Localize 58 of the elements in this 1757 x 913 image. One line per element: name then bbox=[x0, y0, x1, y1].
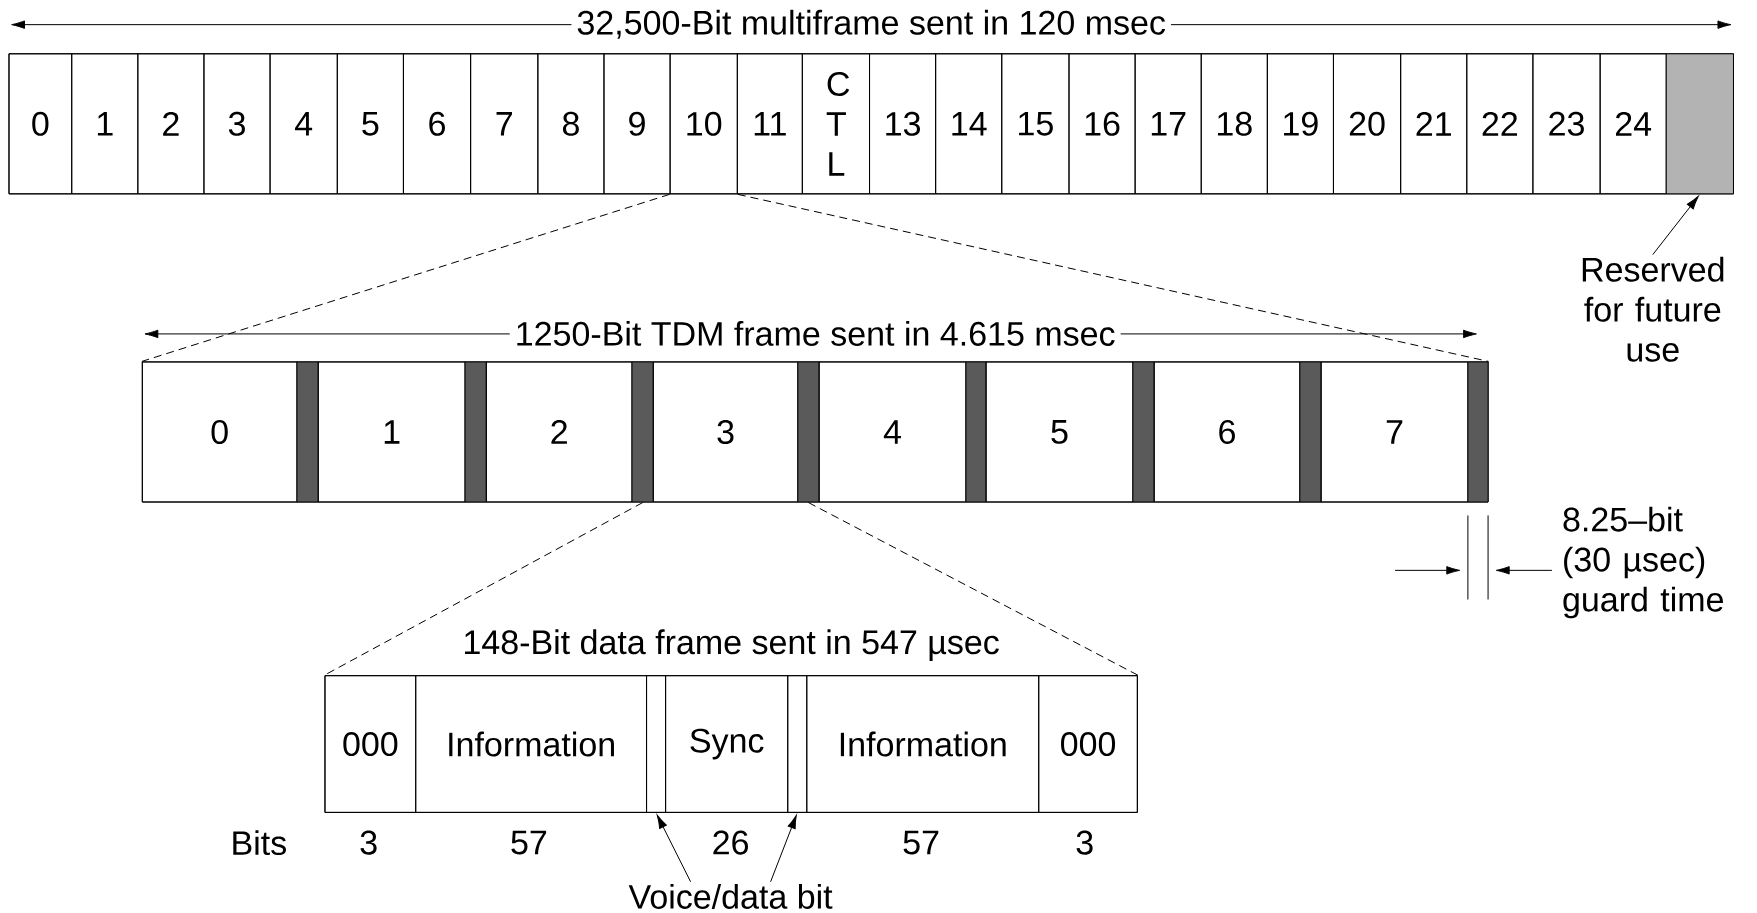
bit-count: 26 bbox=[713, 830, 748, 855]
leader-line bbox=[656, 814, 692, 883]
guard-bar bbox=[1132, 361, 1155, 503]
guard-time-note: 8.25–bit (30 µsec) guard time bbox=[1563, 506, 1723, 619]
leader-line bbox=[1652, 196, 1699, 256]
slot-cell: Information bbox=[806, 675, 1040, 813]
slot-cell: 10 bbox=[669, 53, 738, 195]
slot-cell: 0 bbox=[8, 53, 73, 195]
bit-cell bbox=[787, 675, 808, 813]
guard-bar bbox=[631, 361, 654, 503]
slot-cell: 000 bbox=[324, 675, 417, 813]
slot-cell: 23 bbox=[1532, 53, 1601, 195]
zoom-line bbox=[737, 193, 1490, 362]
leader-line bbox=[770, 814, 797, 883]
slot-cell: 7 bbox=[470, 53, 539, 195]
slot-cell: 8 bbox=[537, 53, 605, 195]
slot-cell: 22 bbox=[1466, 53, 1534, 195]
bit-cell bbox=[646, 675, 667, 813]
slot-cell: 9 bbox=[603, 53, 671, 195]
slot-cell: 1 bbox=[71, 53, 139, 195]
slot-cell: Information bbox=[415, 675, 648, 813]
guard-bar bbox=[1467, 361, 1489, 503]
row-label: Bits bbox=[233, 830, 286, 856]
node-label: 32,500-Bit multiframe sent in 120 msec bbox=[577, 9, 1166, 39]
zoom-line bbox=[807, 502, 1139, 676]
slot-cell: 3 bbox=[203, 53, 271, 195]
slot-cell: 17 bbox=[1134, 53, 1202, 195]
guard-bar bbox=[965, 361, 987, 503]
bit-count: 3 bbox=[1076, 830, 1093, 855]
slot-cell: 19 bbox=[1266, 53, 1334, 195]
slot-cell: 20 bbox=[1332, 53, 1402, 195]
slot-cell: 18 bbox=[1200, 53, 1268, 195]
slot-cell: 16 bbox=[1068, 53, 1136, 195]
bit-count: 57 bbox=[511, 830, 547, 855]
bit-count: 3 bbox=[360, 830, 377, 855]
slot-cell: 15 bbox=[1001, 53, 1070, 195]
reserved-slot bbox=[1665, 53, 1734, 195]
slot-cell: 14 bbox=[935, 53, 1003, 195]
bit-count: 57 bbox=[903, 830, 939, 855]
slot-cell: 6 bbox=[402, 53, 472, 195]
node-label: 1250-Bit TDM frame sent in 4.615 msec bbox=[517, 320, 1115, 346]
slot-cell: 13 bbox=[869, 53, 937, 195]
slot-cell: 21 bbox=[1400, 53, 1468, 195]
slot-cell: 000 bbox=[1038, 675, 1138, 813]
slot-cell: Sync bbox=[665, 675, 789, 813]
slot-cell: 11 bbox=[736, 53, 803, 195]
zoom-line bbox=[141, 193, 671, 362]
callout-text: Voice/data bit bbox=[628, 883, 833, 909]
guard-bar bbox=[296, 361, 319, 503]
guard-bar bbox=[464, 361, 487, 503]
slot-cell: 2 bbox=[137, 53, 205, 195]
node-label: 148-Bit data frame sent in 547 µsec bbox=[465, 629, 999, 662]
callout-text: Reserved for future use bbox=[1582, 256, 1724, 362]
slot-cell: 5 bbox=[336, 53, 404, 195]
guard-bar bbox=[797, 361, 820, 503]
guard-bar bbox=[1299, 361, 1322, 503]
slot-cell: 4 bbox=[269, 53, 338, 195]
slot-cell: C T L bbox=[801, 53, 871, 195]
